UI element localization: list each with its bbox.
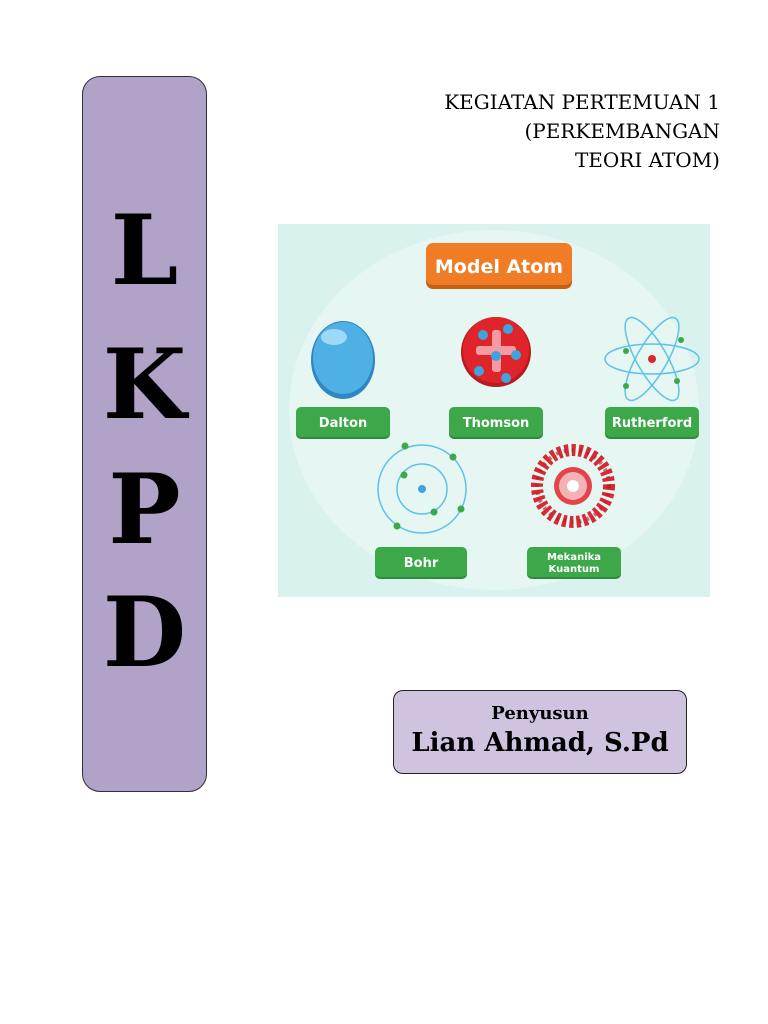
- heading-line-1: KEGIATAN PERTEMUAN 1: [444, 90, 720, 114]
- dalton-atom-icon: [311, 321, 375, 399]
- rutherford-atom-icon: [604, 316, 700, 402]
- label-thomson-text: Thomson: [463, 416, 530, 431]
- atom-models-illustration: Model Atom: [278, 224, 710, 597]
- label-rutherford-text: Rutherford: [612, 416, 692, 431]
- heading-line-2: (PERKEMBANGAN: [524, 119, 721, 143]
- label-dalton-text: Dalton: [319, 416, 367, 431]
- atom-models-figure: Model Atom: [278, 224, 710, 597]
- side-letter-l: L: [110, 194, 179, 307]
- heading-line-3: TEORI ATOM): [574, 148, 720, 172]
- author-role: Penyusun: [491, 703, 589, 724]
- figure-title: Model Atom: [435, 256, 563, 278]
- label-quantum-text-1: Mekanika: [547, 552, 601, 563]
- label-dalton: Dalton: [296, 407, 390, 439]
- label-bohr-text: Bohr: [404, 556, 439, 571]
- label-bohr: Bohr: [375, 547, 467, 579]
- side-letter-p: P: [108, 453, 181, 566]
- quantum-cloud-icon: [531, 444, 615, 528]
- lkpd-side-banner: L K P D: [82, 76, 207, 792]
- side-letter-d: D: [102, 576, 187, 689]
- side-letter-k: K: [102, 328, 187, 441]
- label-quantum-text-2: Kuantum: [549, 564, 600, 575]
- label-quantum: Mekanika Kuantum: [527, 547, 621, 579]
- title-badge: [426, 243, 572, 285]
- label-thomson: Thomson: [449, 407, 543, 439]
- author-name: Lian Ahmad, S.Pd: [411, 728, 669, 758]
- activity-heading: KEGIATAN PERTEMUAN 1 (PERKEMBANGAN TEORI…: [444, 88, 720, 175]
- bohr-atom-icon: [377, 442, 467, 534]
- author-box: Penyusun Lian Ahmad, S.Pd: [393, 690, 687, 774]
- thomson-atom-icon: [461, 317, 531, 387]
- label-rutherford: Rutherford: [605, 407, 699, 439]
